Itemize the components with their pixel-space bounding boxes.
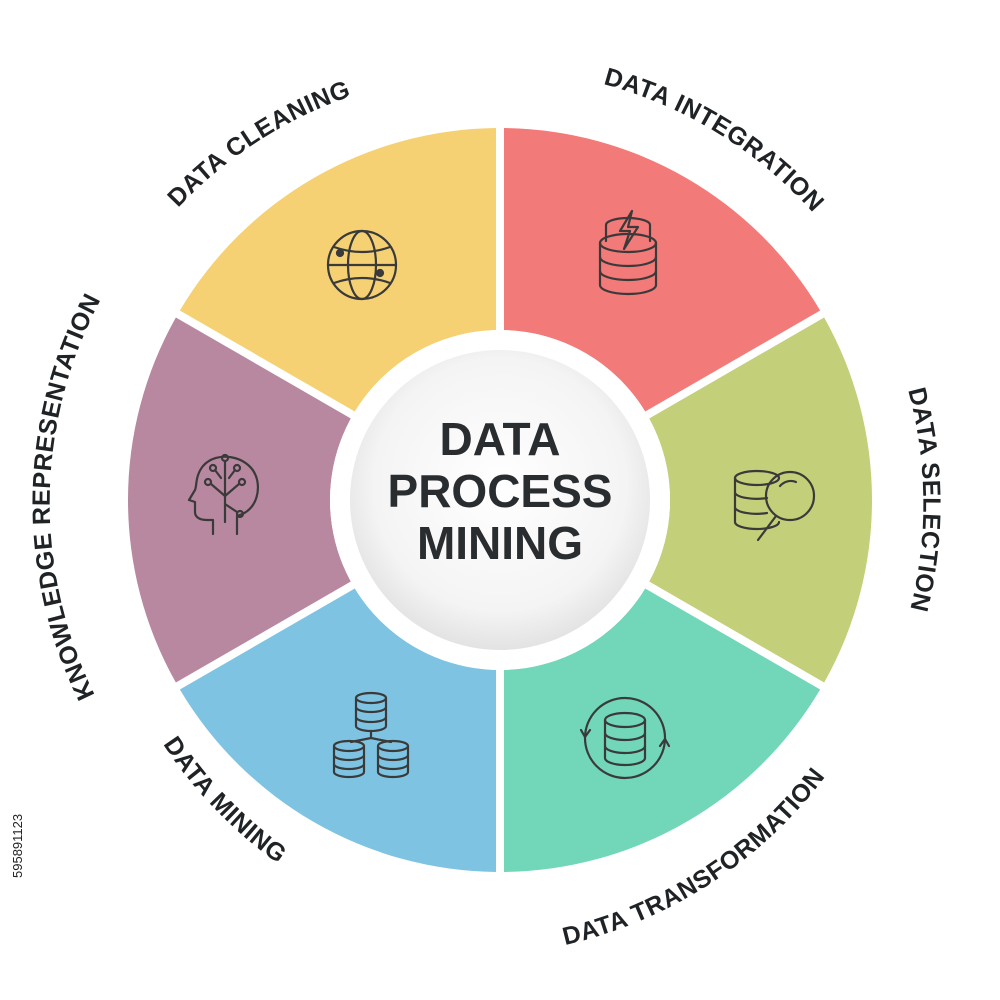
ai-head-icon	[187, 453, 259, 536]
segment-data-mining	[179, 588, 497, 872]
globe-icon	[326, 229, 398, 301]
segment-data-selection	[649, 317, 872, 683]
database-search-icon	[733, 469, 816, 542]
segment-data-transformation	[503, 588, 821, 872]
label-data-selection: DATA SELECTION	[902, 385, 945, 615]
svg-text:595891123: 595891123	[10, 814, 25, 878]
center-title-line-2: PROCESS	[388, 465, 613, 517]
segments-group	[127, 128, 872, 872]
center-title-line-3: MINING	[417, 517, 583, 569]
database-sync-icon	[579, 696, 671, 780]
center-disc	[350, 350, 650, 650]
database-lightning-icon	[598, 209, 658, 296]
label-knowledge-representation: KNOWLEDGE REPRESENTATION	[28, 289, 107, 704]
segment-knowledge-representation	[127, 317, 351, 683]
segment-data-integration	[503, 128, 821, 412]
segment-data-cleaning	[179, 128, 497, 412]
center-title-line-1: DATA	[440, 413, 561, 465]
stacked-databases-icon	[332, 691, 410, 779]
stock-id-watermark: 595891123	[10, 814, 25, 878]
